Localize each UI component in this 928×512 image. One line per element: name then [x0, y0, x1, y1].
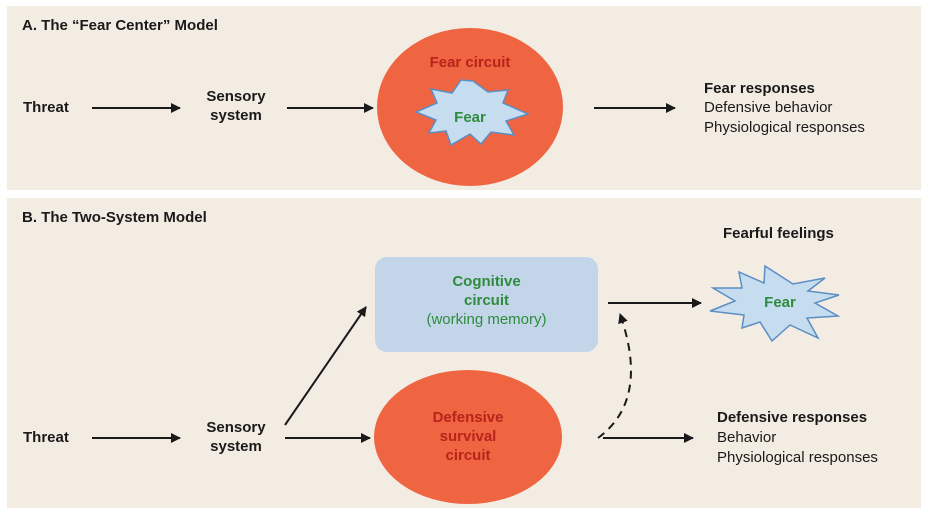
arrow-sensory-to-cognitive-circuit — [284, 306, 367, 426]
survival-line2: survival — [439, 428, 497, 445]
cognitive-line2: circuit — [463, 292, 509, 309]
sensory-line1: Sensory — [206, 88, 266, 105]
defensive-responses-line1: Behavior — [717, 429, 777, 446]
cognitive-circuit-label: Cognitive circuit (working memory) — [375, 272, 598, 329]
threat-label-a: Threat — [23, 99, 69, 116]
fear-label-a: Fear — [454, 109, 486, 126]
fear-label-b: Fear — [764, 294, 796, 311]
cognitive-circuit-box — [375, 257, 598, 352]
sensory-line2-b: system — [210, 438, 262, 455]
cognitive-line3: (working memory) — [426, 311, 547, 328]
fear-burst-a — [414, 79, 531, 147]
sensory-line2: system — [210, 107, 262, 124]
defensive-responses-line2: Physiological responses — [717, 449, 878, 466]
panel-a-title: A. The “Fear Center” Model — [22, 17, 218, 34]
sensory-system-label-b: Sensory system — [196, 418, 276, 456]
survival-line1: Defensive — [432, 409, 504, 426]
cognitive-line1: Cognitive — [452, 273, 521, 290]
defensive-survival-circuit-ellipse — [374, 370, 562, 504]
dashed-arrow-survival-to-cognitive — [597, 313, 632, 439]
fear-responses-title: Fear responses — [704, 80, 815, 97]
fear-responses-line1: Defensive behavior — [704, 99, 833, 116]
fear-circuit-label: Fear circuit — [429, 54, 511, 71]
sensory-line1-b: Sensory — [206, 419, 266, 436]
fear-responses-line2: Physiological responses — [704, 119, 865, 136]
threat-label-b: Threat — [23, 429, 69, 446]
defensive-survival-circuit-label: Defensive survival circuit — [398, 408, 538, 465]
fearful-feelings-title: Fearful feelings — [723, 225, 834, 242]
defensive-responses-title: Defensive responses — [717, 409, 868, 426]
sensory-system-label-a: Sensory system — [196, 87, 276, 125]
fear-burst-b — [709, 264, 841, 343]
panel-b-title: B. The Two-System Model — [22, 209, 207, 226]
survival-line3: circuit — [445, 447, 491, 464]
